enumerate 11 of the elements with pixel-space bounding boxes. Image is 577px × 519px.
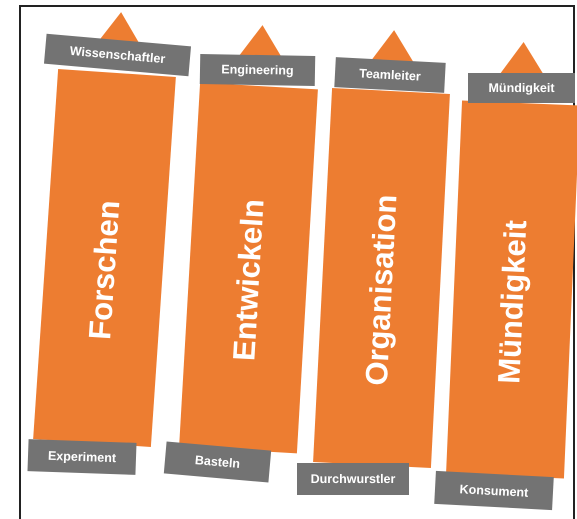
label-tag: Mündigkeit <box>468 73 575 103</box>
edge-label: Entwickeln <box>226 198 272 362</box>
label-tag: Durchwurstler <box>297 463 409 495</box>
label-tag: Teamleiter <box>334 57 446 93</box>
edge-label: Mündigkeit <box>491 219 534 384</box>
edge-label: Organisation <box>358 194 404 386</box>
label-tag: Wissenschaftler <box>44 34 192 76</box>
edge-label: Forschen <box>82 199 127 341</box>
label-tag: Konsument <box>434 470 554 510</box>
label-tag: Engineering <box>200 54 316 86</box>
label-tag: Experiment <box>27 439 137 475</box>
